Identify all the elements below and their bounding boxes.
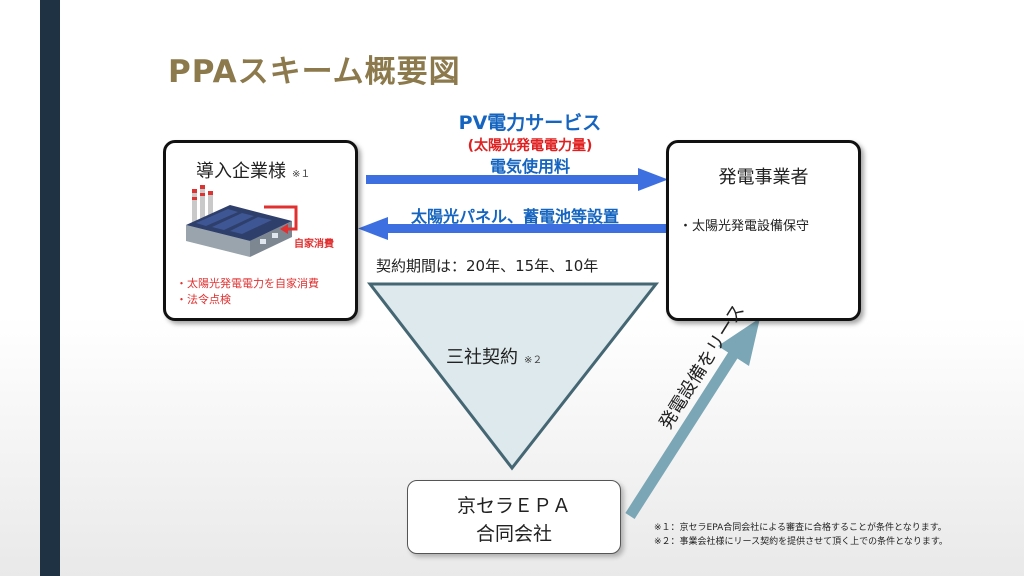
panel-install-label: 太陽光パネル、蓄電池等設置 [410,207,619,226]
panel-install-arrow [358,217,668,240]
pv-service-label: PV電力サービス [458,112,602,134]
self-consumption-label: 自家消費 [294,239,334,250]
three-party-contract-label: 三社契約 ※２ [446,343,542,369]
factory-solar-icon [186,185,298,257]
client-box-title: 導入企業様 ※１ [196,157,310,183]
client-bullet: ・太陽光発電電力を自家消費 [176,277,319,290]
footnotes: ※１：京セラEPA合同会社による審査に合格することが条件となります。 ※２：事業… [654,521,948,549]
kyocera-line1: 京セラＥＰＡ [456,495,571,517]
pv-service-arrow [366,168,668,191]
footnote: ※１：京セラEPA合同会社による審査に合格することが条件となります。 [654,523,947,533]
client-bullet: ・法令点検 [176,293,231,306]
kyocera-line2: 合同会社 [475,523,552,545]
lease-arrow [625,318,760,519]
generator-bullet: ・太陽光発電設備保守 [679,219,810,234]
footnote: ※２：事業会社様にリース契約を提供させて頂く上での条件となります。 [654,537,948,547]
client-bullets: ・太陽光発電電力を自家消費 ・法令点検 [176,276,319,308]
client-title-text: 導入企業様 [196,161,286,182]
left-accent-bar [40,0,60,576]
pv-service-sub-label: (太陽光発電電力量) [467,138,593,154]
three-party-contract-text: 三社契約 [446,347,518,368]
page-title: PPAスキーム概要図 [168,54,461,90]
generator-box-title: 発電事業者 [718,167,809,188]
kyocera-epa-box: 京セラＥＰＡ 合同会社 [407,480,621,554]
power-generator-box: 発電事業者 ・太陽光発電設備保守 [666,140,861,321]
electricity-fee-label: 電気使用料 [489,157,570,176]
three-party-note: ※２ [524,355,543,366]
three-party-contract-triangle [366,282,660,471]
contract-period: 契約期間は：20年、15年、10年 [376,257,599,275]
client-company-box: 導入企業様 ※１ 自家消費 ・太陽光発電電力を自家消費 ・法令点検 [163,140,358,321]
client-note: ※１ [292,169,311,180]
